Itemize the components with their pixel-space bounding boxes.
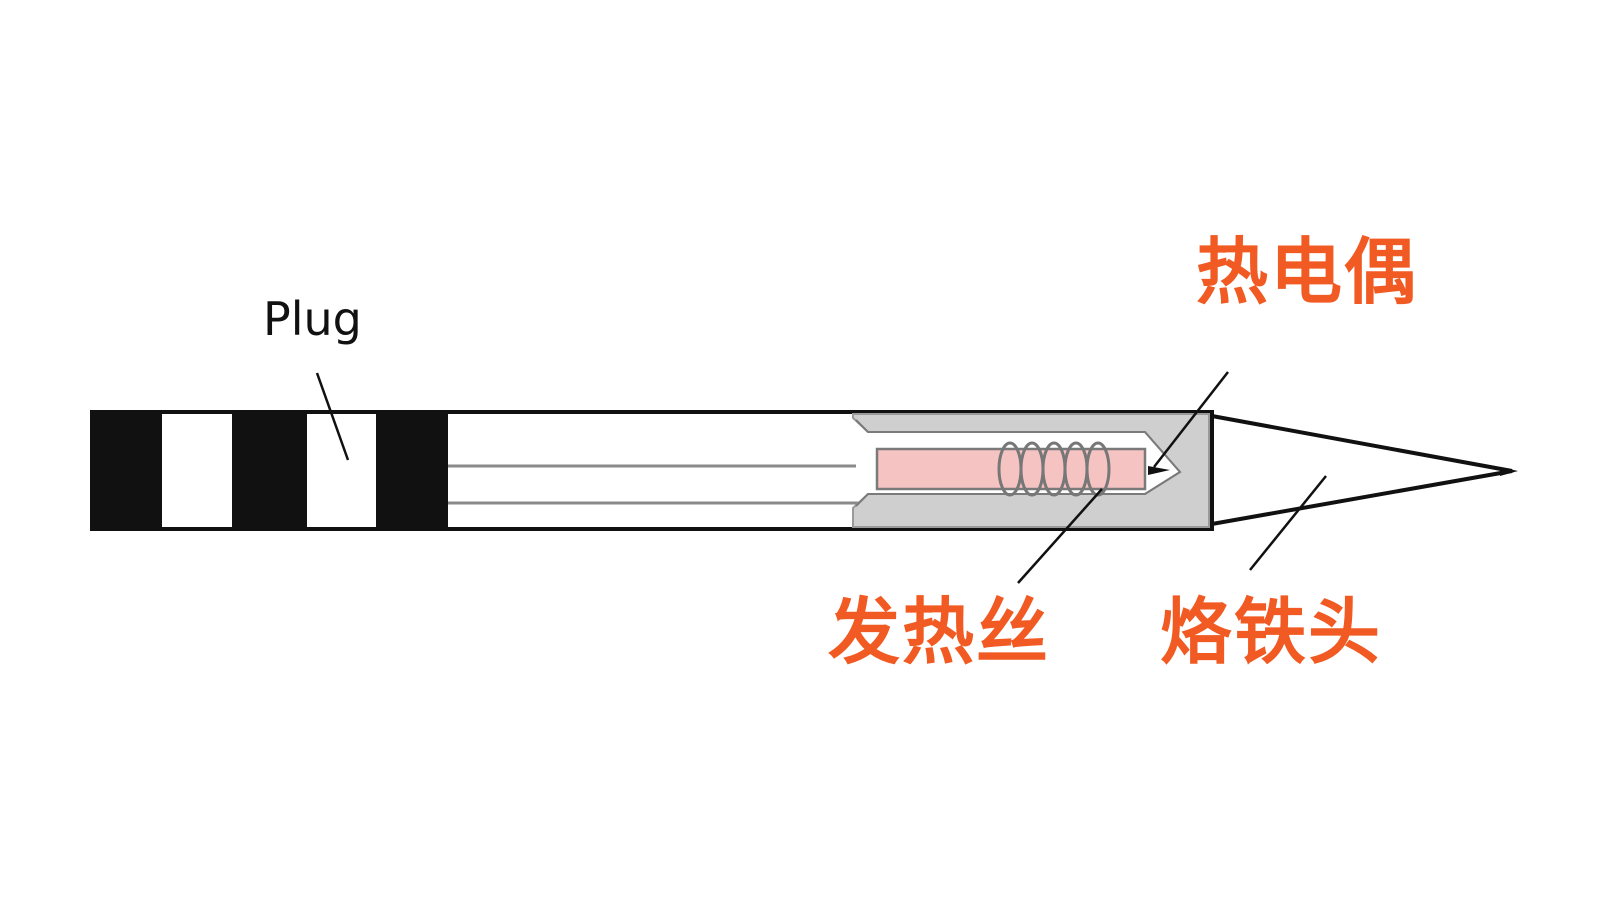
thermocouple-label: 热电偶	[1196, 230, 1419, 314]
plug-band-3	[376, 412, 448, 529]
plug-label: Plug	[263, 292, 362, 346]
soldering-tip-label: 烙铁头	[1160, 590, 1383, 674]
leader-lines	[315, 371, 1327, 584]
sleeve-cavity	[855, 419, 1182, 507]
soldering-tip-end	[1500, 467, 1518, 476]
leader-thermocouple	[1153, 371, 1229, 468]
leader-heating-wire	[1017, 488, 1103, 584]
plug-bands	[92, 412, 448, 529]
heating-wire-label: 发热丝	[828, 590, 1051, 674]
plug-band-2	[232, 412, 307, 529]
thermocouple-probe	[1148, 466, 1170, 475]
soldering-tip-shape	[1210, 413, 1513, 527]
leader-plug	[315, 372, 350, 461]
heating-coil	[997, 441, 1111, 497]
leader-soldering-tip	[1249, 475, 1327, 571]
plug-band-1	[92, 412, 162, 529]
heating-core	[875, 447, 1147, 491]
